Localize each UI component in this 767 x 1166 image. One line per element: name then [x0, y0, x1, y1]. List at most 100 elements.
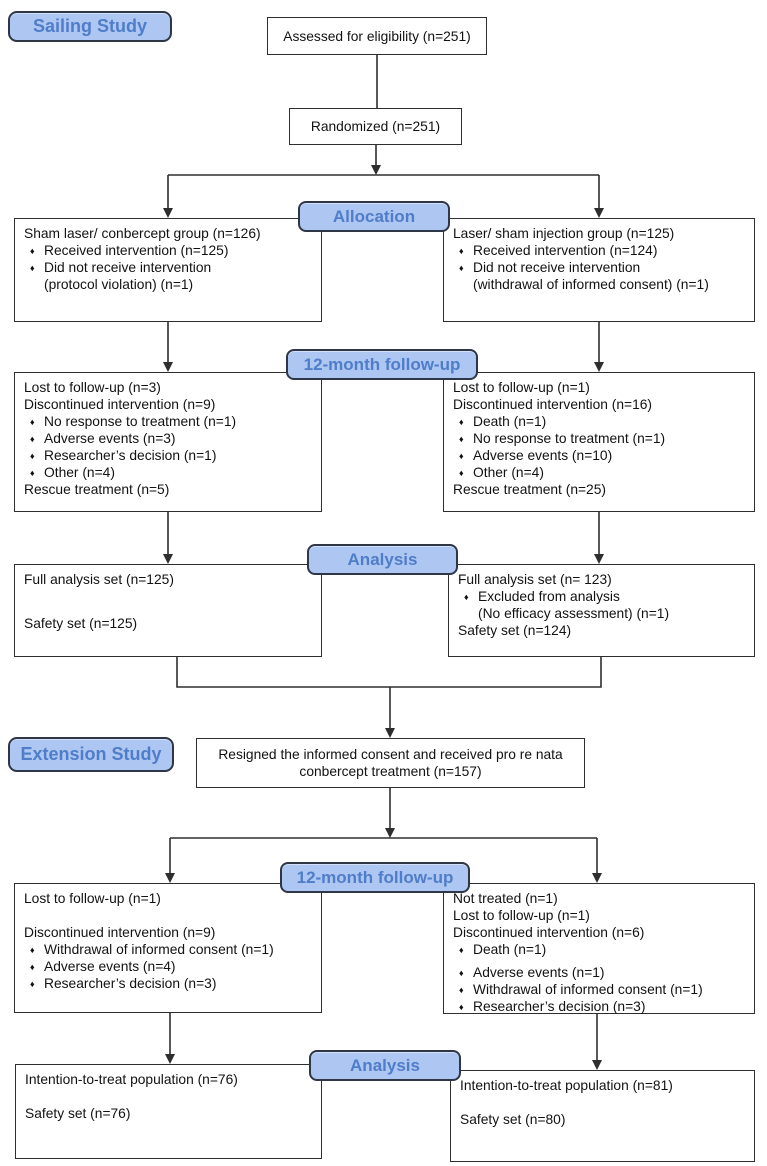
diamond-bullet-icon: ♦: [30, 962, 35, 972]
diamond-bullet-icon: ♦: [30, 451, 35, 461]
diamond-bullet-icon: ♦: [30, 263, 35, 273]
diamond-bullet-icon: ♦: [30, 434, 35, 444]
analysis2-left-box: Intention-to-treat population (n=76)Safe…: [15, 1064, 322, 1159]
box-text: Researcher’s decision (n=3): [44, 976, 217, 991]
box-text: Lost to follow-up (n=1): [24, 891, 161, 906]
followup1-right-box: Lost to follow-up (n=1)Discontinued inte…: [443, 372, 755, 512]
box-text: No response to treatment (n=1): [473, 431, 666, 446]
box-text: Excluded from analysis: [478, 589, 620, 604]
extension-study-label-text: Extension Study: [20, 744, 162, 764]
box-text: Assessed for eligibility (n=251): [283, 28, 471, 44]
box-text: Withdrawal of informed consent (n=1): [473, 982, 703, 997]
box-text: Withdrawal of informed consent (n=1): [44, 942, 274, 957]
box-text-line: ♦Researcher’s decision (n=3): [24, 975, 313, 992]
box-text: Safety set (n=125): [24, 616, 138, 631]
line-analysis1-merge: [176, 657, 602, 688]
box-text: Safety set (n=124): [458, 623, 572, 638]
box-text-line: ♦No response to treatment (n=1): [453, 430, 746, 447]
box-text-line: (withdrawal of informed consent) (n=1): [453, 276, 746, 293]
box-text: Received intervention (n=125): [44, 243, 229, 258]
box-text-line: ♦Withdrawal of informed consent (n=1): [453, 981, 746, 998]
box-text-line: Discontinued intervention (n=16): [453, 396, 746, 413]
followup2-left-box: Lost to follow-up (n=1) Discontinued inte…: [14, 883, 322, 1013]
diamond-bullet-icon: ♦: [459, 246, 464, 256]
resigned-consent-box: Resigned the informed consent and receiv…: [196, 738, 585, 788]
box-text: Received intervention (n=124): [473, 243, 658, 258]
box-text-line: Lost to follow-up (n=1): [453, 379, 746, 396]
box-text: Rescue treatment (n=25): [453, 482, 606, 497]
box-text: Adverse events (n=4): [44, 959, 176, 974]
box-text-line: Safety set (n=124): [458, 622, 746, 639]
analysis2-right-box: Intention-to-treat population (n=81) Safe…: [450, 1070, 755, 1162]
diamond-bullet-icon: ♦: [459, 945, 464, 955]
diamond-bullet-icon: ♦: [30, 417, 35, 427]
box-text-line: ♦ Death (n=1): [453, 941, 746, 958]
diamond-bullet-icon: ♦: [459, 451, 464, 461]
diamond-bullet-icon: ♦: [459, 417, 464, 427]
box-text: Full analysis set (n= 123): [458, 572, 612, 587]
box-text-line: conbercept treatment (n=157): [299, 763, 481, 780]
box-text: Randomized (n=251): [310, 119, 441, 134]
box-text: Discontinued intervention (n=9): [24, 925, 216, 940]
box-text-line: ♦ Withdrawal of informed consent (n=1): [24, 941, 313, 958]
box-text: Adverse events (n=3): [44, 431, 176, 446]
box-text-line: ♦ Received intervention (n=124): [453, 242, 746, 259]
diamond-bullet-icon: ♦: [30, 945, 35, 955]
box-text-line: ♦Did not receive intervention: [24, 259, 313, 276]
followup1-stage-label: 12-month follow-up: [286, 349, 478, 380]
box-text-line: ♦ Excluded from analysis: [458, 588, 746, 605]
box-text-line: Discontinued intervention (n=9): [24, 924, 313, 941]
box-text: Death (n=1): [473, 942, 547, 957]
box-text-line: Safety set (n=125): [24, 615, 313, 632]
box-text-line: ♦Other (n=4): [453, 464, 746, 481]
box-text-line: Lost to follow-up (n=1): [453, 907, 746, 924]
box-text-line: Resigned the informed consent and receiv…: [218, 746, 562, 763]
followup2-right-box: Not treated (n=1)Lost to follow-up (n=1)…: [443, 883, 755, 1014]
box-text: Laser/ sham injection group (n=125): [453, 226, 675, 241]
analysis1-left-box: Full analysis set (n=125) Safety set (n=1…: [14, 564, 322, 657]
box-text-line: Discontinued intervention (n=6): [453, 924, 746, 941]
box-text: Safety set (n=80): [460, 1112, 566, 1127]
box-text-line: Safety set (n=80): [460, 1111, 746, 1128]
box-text-line: ♦Other (n=4): [24, 464, 313, 481]
box-text: Adverse events (n=1): [473, 965, 605, 980]
diamond-bullet-icon: ♦: [464, 592, 469, 602]
box-text-line: Safety set (n=76): [25, 1105, 313, 1122]
followup1-left-box: Lost to follow-up (n=3)Discontinued inte…: [14, 372, 322, 512]
box-text-line: (protocol violation) (n=1): [24, 276, 313, 293]
allocation-sham-group-box: Sham laser/ conbercept group (n=126)♦Rec…: [14, 218, 322, 322]
analysis1-right-box: Full analysis set (n= 123) ♦ Excluded from…: [448, 564, 755, 657]
box-text-line: ♦ Researcher’s decision (n=3): [453, 998, 746, 1015]
followup1-stage-label-text: 12-month follow-up: [303, 354, 461, 374]
box-text: Other (n=4): [473, 465, 544, 480]
analysis1-stage-label: Analysis: [307, 544, 458, 575]
assessed-eligibility-box: Assessed for eligibility (n=251): [267, 17, 487, 55]
box-text: Researcher’s decision (n=3): [473, 999, 646, 1014]
box-text-line: Full analysis set (n=125): [24, 571, 313, 588]
box-text-line: Randomized (n=251): [311, 118, 440, 135]
box-text: Other (n=4): [44, 465, 115, 480]
box-text: Intention-to-treat population (n=81): [460, 1078, 673, 1093]
analysis1-stage-label-text: Analysis: [347, 549, 418, 569]
extension-study-label: Extension Study: [8, 737, 174, 772]
box-text-line: Laser/ sham injection group (n=125): [453, 225, 746, 242]
allocation-stage-label: Allocation: [298, 201, 450, 232]
box-text-line: Lost to follow-up (n=3): [24, 379, 313, 396]
box-text-line: Assessed for eligibility (n=251): [283, 28, 471, 45]
box-text: Death (n=1): [473, 414, 547, 429]
box-text-line: Full analysis set (n= 123): [458, 571, 746, 588]
box-text-line: Rescue treatment (n=5): [24, 481, 313, 498]
box-text-line: (No efficacy assessment) (n=1): [458, 605, 746, 622]
diamond-bullet-icon: ♦: [459, 968, 464, 978]
sailing-study-label: Sailing Study: [8, 11, 172, 42]
box-text-line: Sham laser/ conbercept group (n=126): [24, 225, 313, 242]
box-text: Not treated (n=1): [453, 891, 558, 906]
box-text-line: ♦Researcher’s decision (n=1): [24, 447, 313, 464]
box-text: Resigned the informed consent and receiv…: [218, 747, 563, 762]
box-text-line: Lost to follow-up (n=1): [24, 890, 313, 907]
box-text: Discontinued intervention (n=9): [24, 397, 216, 412]
box-text-line: ♦Received intervention (n=125): [24, 242, 313, 259]
diamond-bullet-icon: ♦: [459, 1002, 464, 1012]
box-text: Safety set (n=76): [25, 1106, 131, 1121]
